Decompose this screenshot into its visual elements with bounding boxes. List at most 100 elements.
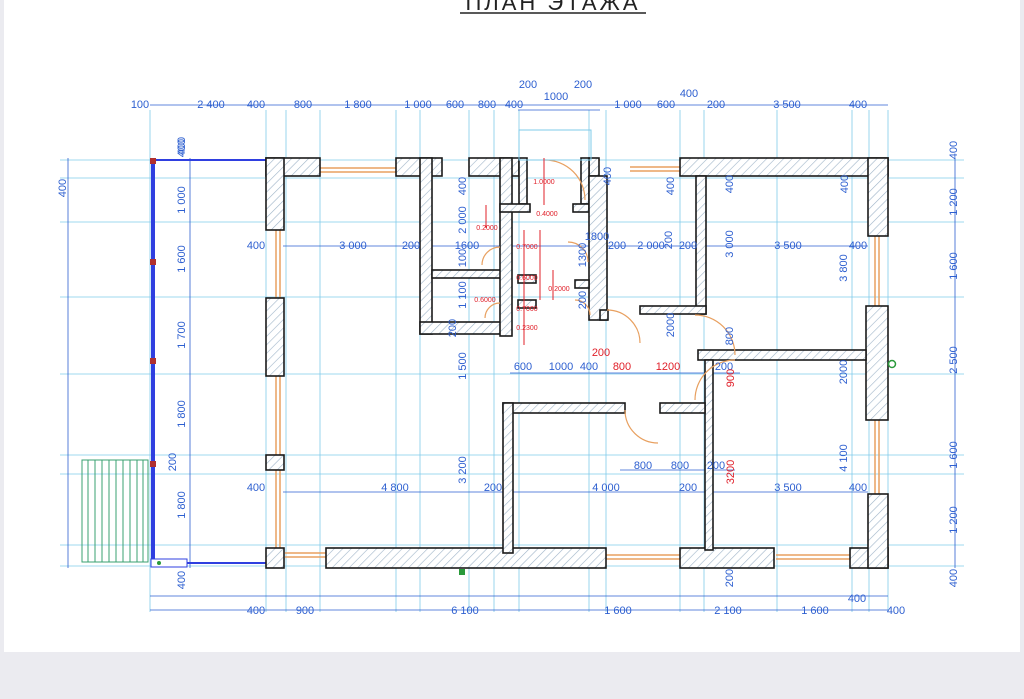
wall-segment	[395, 157, 443, 177]
red-dimension-label: 0.2300	[516, 325, 538, 332]
wall-segment	[679, 157, 889, 177]
dimension-label: 2 400	[197, 99, 225, 111]
dimension-label: 1 200	[948, 506, 960, 534]
dimension-label: 600	[657, 99, 675, 111]
wall-segment	[865, 305, 889, 421]
wall-segment	[517, 299, 537, 309]
dimension-label: 200	[577, 291, 589, 309]
dimension-label: 200	[167, 453, 179, 471]
dimension-label: 400	[176, 139, 188, 157]
dimension-label: 3 000	[724, 230, 736, 258]
wall-segment	[867, 157, 889, 237]
doors	[481, 159, 736, 444]
red-dimension-label: 1.0000	[533, 179, 555, 186]
wall-segment	[704, 359, 714, 551]
wall-segment	[572, 203, 590, 213]
dimension-label: 4 000	[592, 482, 620, 494]
dimension-label: 200	[447, 319, 459, 337]
wall-segment	[499, 203, 531, 213]
wall-segment	[502, 402, 626, 414]
dimension-label: 200	[707, 99, 725, 111]
dimension-label: 1 000	[176, 186, 188, 214]
dimension-label: 1 000	[404, 99, 432, 111]
dimension-label: 1000	[549, 361, 573, 373]
dimension-label: 4 100	[838, 444, 850, 472]
dimension-label: 1 200	[948, 188, 960, 216]
dimension-label: 400	[602, 167, 614, 185]
dimension-label: 400	[849, 99, 867, 111]
axis-marker-bottom	[459, 569, 465, 575]
dimension-label: 1 600	[176, 245, 188, 273]
dimension-label: 2 000	[457, 206, 469, 234]
windows	[275, 159, 880, 560]
dimension-label: 200	[715, 361, 733, 373]
dimension-label: 1 100	[457, 281, 469, 309]
dimension-label: 1 800	[176, 400, 188, 428]
dimension-label: 2 500	[948, 346, 960, 374]
red-dimension-label: 0.7000	[516, 244, 538, 251]
dimension-label: 200	[663, 231, 675, 249]
dimension-label: 400	[505, 99, 523, 111]
wall-segment	[502, 402, 514, 554]
dimension-label: 1 700	[176, 321, 188, 349]
dimension-label: 1 600	[948, 252, 960, 280]
wall-segment	[265, 454, 285, 471]
dimension-chains	[67, 104, 956, 611]
wall-segment	[867, 493, 889, 569]
entrance-stairs	[81, 459, 149, 563]
dimension-label: 1200	[656, 361, 680, 373]
dimension-label: 3 500	[774, 240, 802, 252]
dimension-label: 400	[887, 605, 905, 617]
wall-segment	[679, 547, 775, 569]
dimension-label: 400	[247, 99, 265, 111]
dimension-label: 200	[679, 240, 697, 252]
dimension-label: 400	[247, 482, 265, 494]
dimension-label: 800	[634, 460, 652, 472]
dimension-label: 400	[948, 569, 960, 587]
dimension-label: 6 100	[451, 605, 479, 617]
wall-segment	[697, 349, 867, 361]
wall-segment	[599, 309, 609, 321]
dimension-label: 2000	[665, 313, 677, 337]
wall-segment	[588, 175, 608, 321]
dimension-label: 1300	[577, 243, 589, 267]
dimension-label: 1 600	[948, 441, 960, 469]
wall-segment	[431, 269, 503, 279]
dimension-label: 600	[514, 361, 532, 373]
red-dimension-label: 200	[592, 347, 610, 359]
wall-segment	[419, 321, 503, 335]
terrace	[150, 158, 268, 568]
wall-segment	[499, 157, 513, 337]
dimension-label: 400	[839, 175, 851, 193]
dimension-label: 100	[457, 249, 469, 267]
wall-segment	[265, 547, 285, 569]
dimension-label: 1 800	[344, 99, 372, 111]
plan-title: ПЛАН ЭТАЖА	[465, 0, 640, 15]
wall-segment	[518, 157, 528, 205]
dimension-label: 400	[247, 605, 265, 617]
dimension-label: 400	[948, 141, 960, 159]
dimension-label: 1 800	[176, 491, 188, 519]
dimension-label: 1 600	[801, 605, 829, 617]
dimension-label: 3 500	[773, 99, 801, 111]
dimension-label: 1800	[585, 231, 609, 243]
dimension-label: 400	[849, 482, 867, 494]
red-dimension-label: 0.6000	[516, 275, 538, 282]
dimension-label: 200	[484, 482, 502, 494]
dimension-label: 400	[848, 593, 866, 605]
dimension-label: 200	[574, 79, 592, 91]
dimension-label: 100	[131, 99, 149, 111]
axis-marker	[887, 359, 897, 369]
dimension-label: 800	[724, 327, 736, 345]
dimension-label: 400	[176, 571, 188, 589]
dimension-label: 1 600	[604, 605, 632, 617]
red-dimension-label: 900	[725, 369, 737, 387]
dimension-label: 800	[671, 460, 689, 472]
red-dimension-label: 3200	[725, 460, 737, 484]
dimension-label: 400	[580, 361, 598, 373]
dimension-label: 400	[849, 240, 867, 252]
dimension-label: 3 200	[457, 456, 469, 484]
wall-segment	[695, 175, 707, 315]
dimension-label: 1 500	[457, 352, 469, 380]
wall-segment	[265, 157, 285, 231]
